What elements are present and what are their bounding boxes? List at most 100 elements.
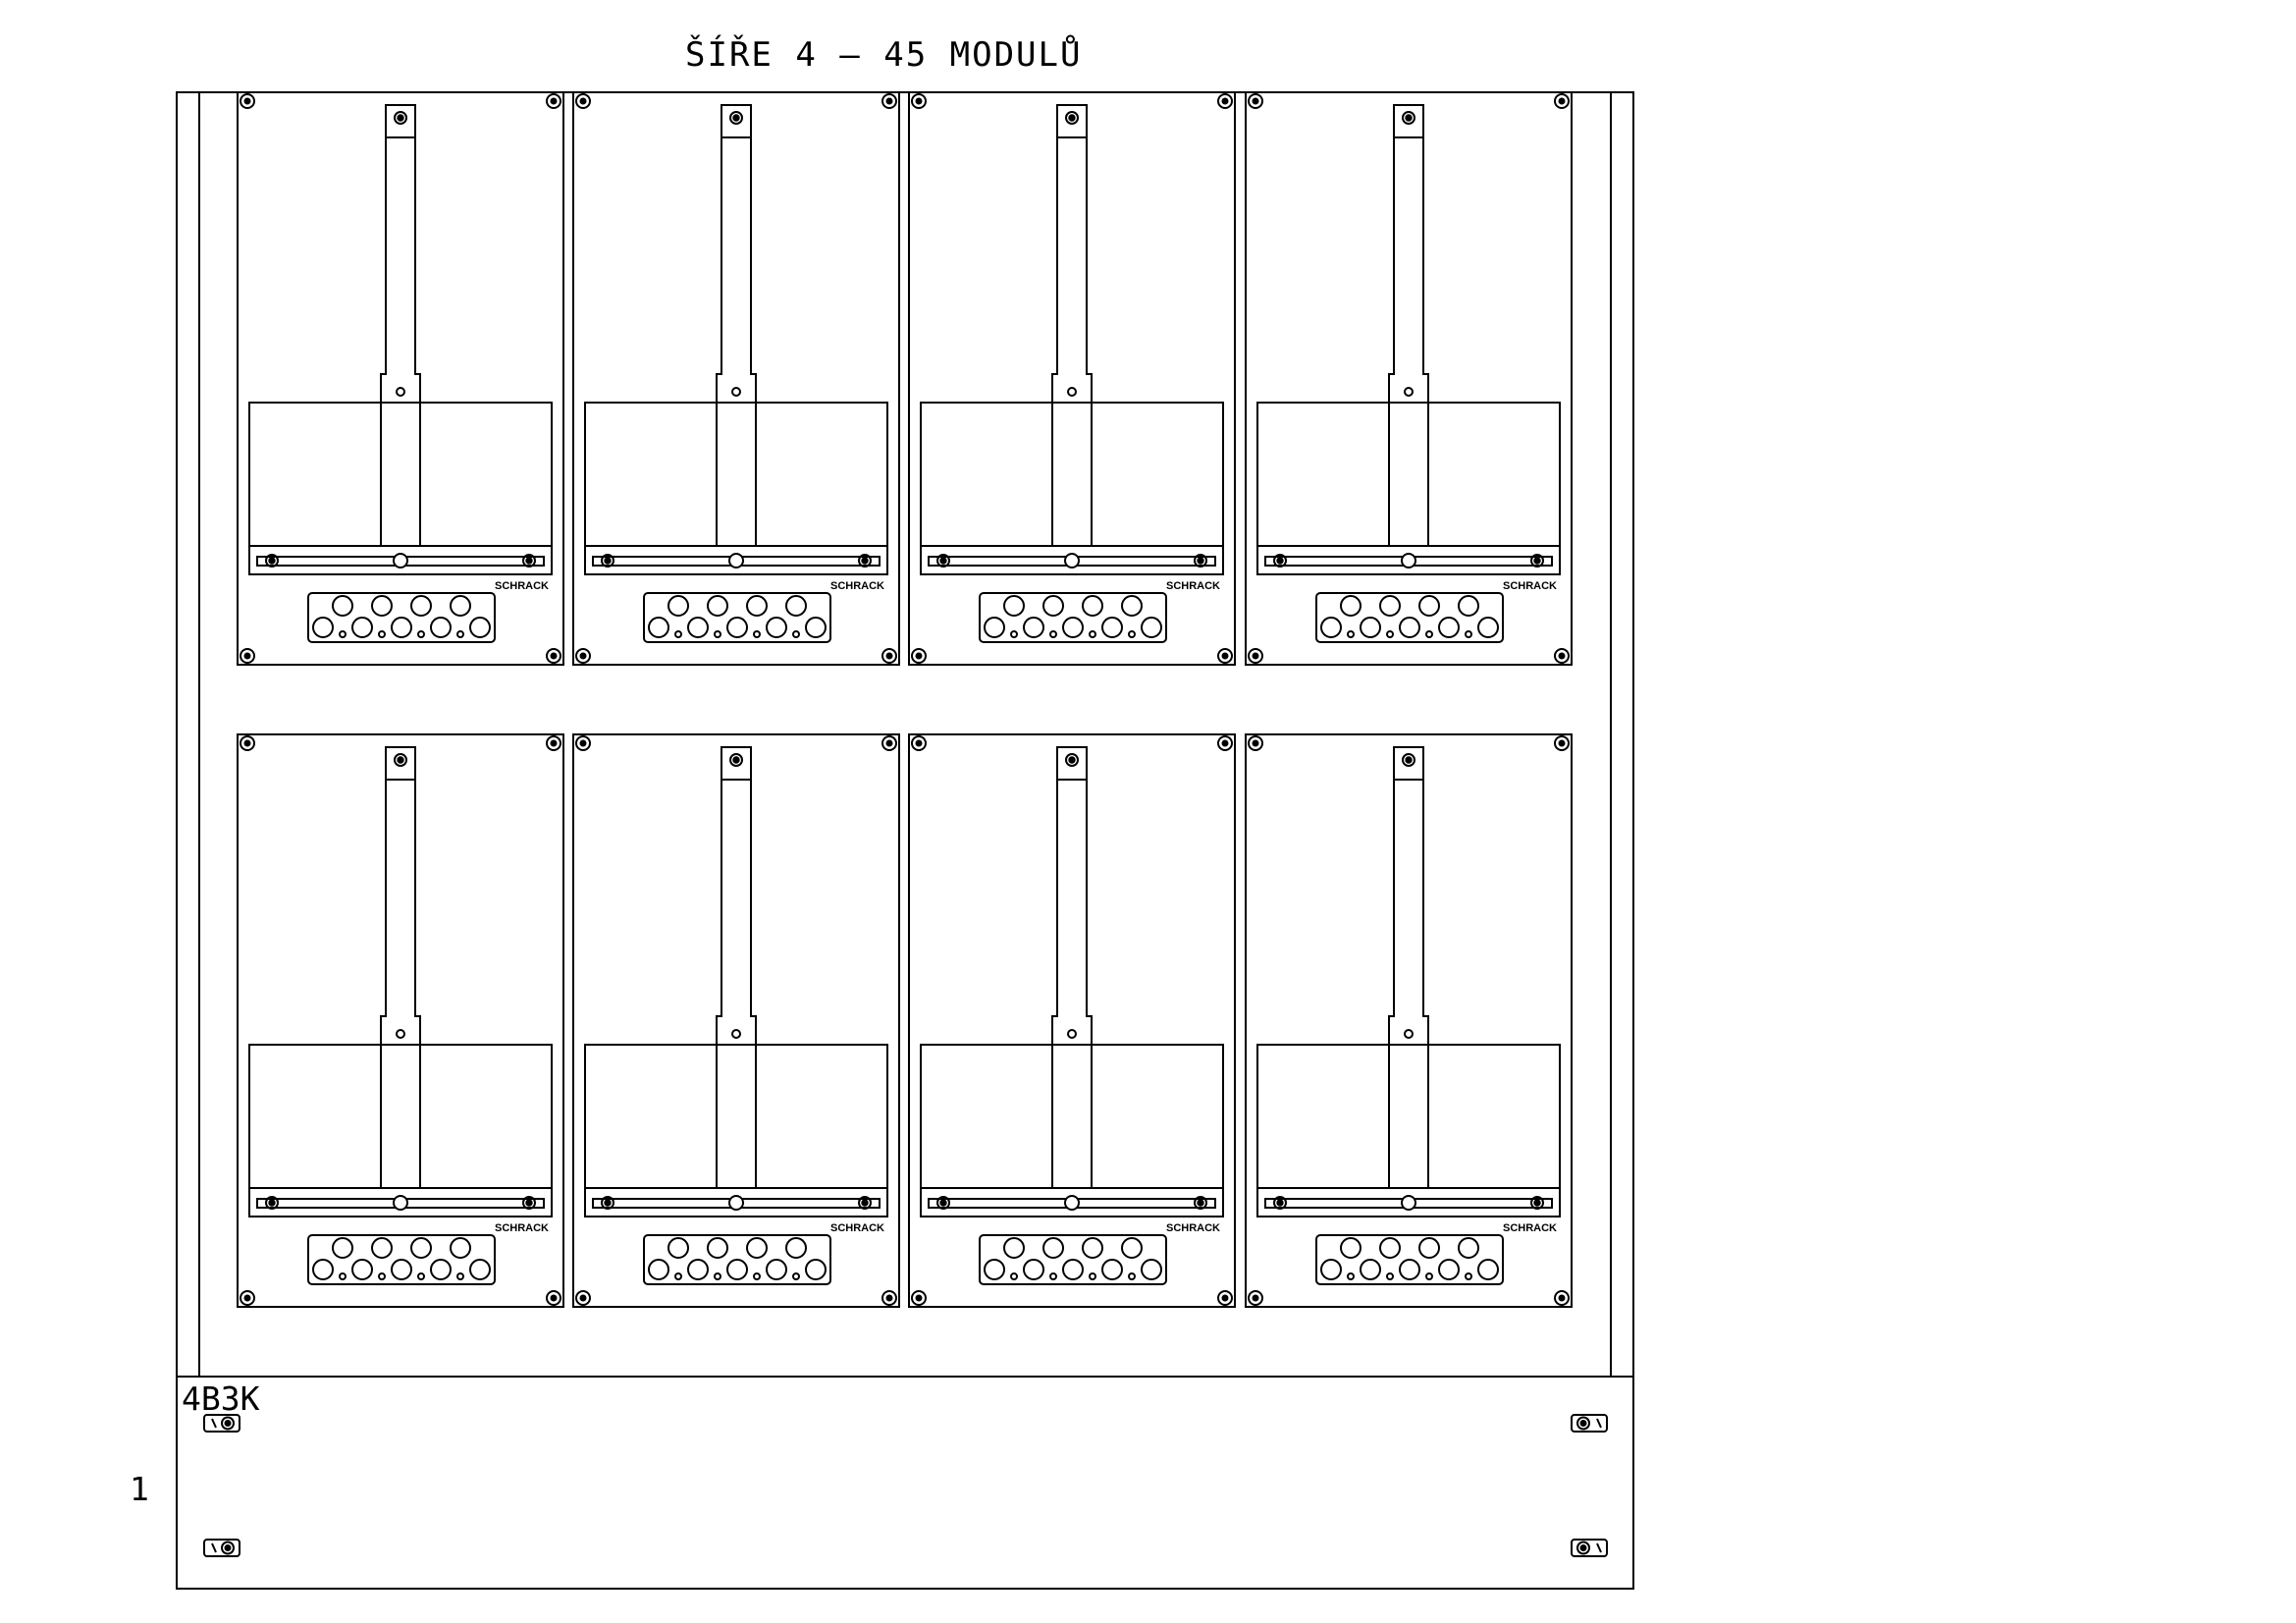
- screw-icon: [265, 554, 279, 568]
- brand-label: SCHRACK: [495, 580, 549, 592]
- terminal-block: [979, 592, 1167, 643]
- strap-hole: [1067, 1029, 1077, 1039]
- corner-screw-icon: [546, 648, 561, 664]
- rail-center-screw: [1401, 553, 1416, 568]
- terminal-hole-bottom: [726, 617, 748, 638]
- clip-hole-center: [1579, 1544, 1587, 1551]
- screw-center: [1533, 1199, 1541, 1207]
- meter-box: [584, 1044, 888, 1189]
- strap-left-edge: [716, 780, 722, 1188]
- screw-icon: [1273, 554, 1287, 568]
- bottom-panel-label: 4B3K: [182, 1380, 260, 1418]
- terminal-hole-bottom: [312, 617, 334, 638]
- terminal-hole-top: [746, 1237, 768, 1259]
- terminal-hole-top: [332, 595, 353, 617]
- terminal-hole-bottom: [1320, 617, 1342, 638]
- terminal-block: [307, 1234, 496, 1285]
- screw-center: [939, 1199, 947, 1207]
- terminal-hole-bottom: [351, 617, 373, 638]
- screw-icon: [601, 1196, 614, 1210]
- screw-center: [861, 1199, 869, 1207]
- mounting-clip-icon: [203, 1539, 240, 1557]
- corner-screw-center: [885, 97, 893, 105]
- corner-screw-center: [1558, 1294, 1566, 1302]
- terminal-hole-top: [450, 595, 471, 617]
- screw-center: [397, 756, 404, 764]
- rail-center-screw: [1064, 553, 1080, 568]
- corner-screw-center: [579, 652, 587, 660]
- terminal-hole-top: [410, 595, 432, 617]
- terminal-small-hole: [1347, 1272, 1355, 1280]
- rail-center-screw: [1064, 1195, 1080, 1211]
- corner-screw-icon: [1554, 93, 1570, 109]
- screw-center: [268, 557, 276, 565]
- clip-hole-center: [224, 1420, 232, 1427]
- terminal-hole-top: [1121, 1237, 1143, 1259]
- screw-icon: [1065, 753, 1079, 767]
- terminal-rail: [248, 545, 553, 575]
- terminal-hole-top: [371, 595, 393, 617]
- terminal-hole-bottom: [1320, 1259, 1342, 1280]
- terminal-rail: [584, 1187, 888, 1217]
- brand-label: SCHRACK: [1166, 1222, 1220, 1234]
- terminal-hole-top: [410, 1237, 432, 1259]
- corner-screw-center: [885, 739, 893, 747]
- meter-module: SCHRACK: [908, 733, 1236, 1308]
- screw-icon: [858, 1196, 872, 1210]
- corner-screw-icon: [911, 93, 927, 109]
- terminal-small-hole: [1010, 630, 1018, 638]
- brand-label: SCHRACK: [830, 1222, 884, 1234]
- terminal-hole-top: [746, 595, 768, 617]
- terminal-small-hole: [714, 630, 721, 638]
- corner-screw-icon: [881, 93, 897, 109]
- terminal-hole-bottom: [1438, 617, 1460, 638]
- screw-center: [1405, 114, 1413, 122]
- terminal-hole-top: [707, 595, 728, 617]
- terminal-hole-bottom: [1023, 1259, 1044, 1280]
- screw-center: [525, 557, 533, 565]
- terminal-small-hole: [1465, 630, 1472, 638]
- terminal-hole-top: [1340, 595, 1362, 617]
- terminal-rail: [584, 545, 888, 575]
- terminal-hole-top: [371, 1237, 393, 1259]
- terminal-block: [643, 1234, 831, 1285]
- terminal-block: [1315, 1234, 1504, 1285]
- terminal-small-hole: [1128, 1272, 1136, 1280]
- terminal-hole-bottom: [1477, 617, 1499, 638]
- terminal-small-hole: [792, 630, 800, 638]
- rail-center-screw: [728, 1195, 744, 1211]
- corner-screw-icon: [1554, 735, 1570, 751]
- meter-module: SCHRACK: [1245, 733, 1573, 1308]
- module-plate: [572, 91, 900, 666]
- strap-head: [721, 104, 752, 138]
- screw-center: [1197, 557, 1204, 565]
- strap-left-edge: [1388, 137, 1395, 546]
- terminal-hole-top: [1418, 1237, 1440, 1259]
- corner-screw-center: [1558, 652, 1566, 660]
- corner-screw-icon: [1248, 735, 1263, 751]
- terminal-hole-top: [1042, 595, 1064, 617]
- corner-screw-center: [550, 652, 558, 660]
- terminal-rail: [920, 1187, 1224, 1217]
- terminal-hole-top: [1003, 595, 1025, 617]
- corner-screw-icon: [1554, 648, 1570, 664]
- meter-module: SCHRACK: [572, 91, 900, 666]
- clip-hole: [221, 1541, 235, 1555]
- terminal-small-hole: [1089, 630, 1096, 638]
- terminal-small-hole: [1386, 1272, 1394, 1280]
- terminal-hole-bottom: [1101, 1259, 1123, 1280]
- clip-body: [203, 1539, 240, 1557]
- terminal-hole-top: [785, 595, 807, 617]
- corner-screw-icon: [575, 93, 591, 109]
- meter-box: [920, 1044, 1224, 1189]
- terminal-hole-bottom: [430, 617, 452, 638]
- terminal-small-hole: [1089, 1272, 1096, 1280]
- strap-right-edge: [414, 137, 421, 546]
- brand-label: SCHRACK: [830, 580, 884, 592]
- terminal-hole-top: [1418, 595, 1440, 617]
- screw-center: [604, 1199, 612, 1207]
- strap-right-edge: [750, 780, 757, 1188]
- terminal-rail: [920, 545, 1224, 575]
- mounting-clip-icon: [1571, 1539, 1608, 1557]
- module-plate: [908, 733, 1236, 1308]
